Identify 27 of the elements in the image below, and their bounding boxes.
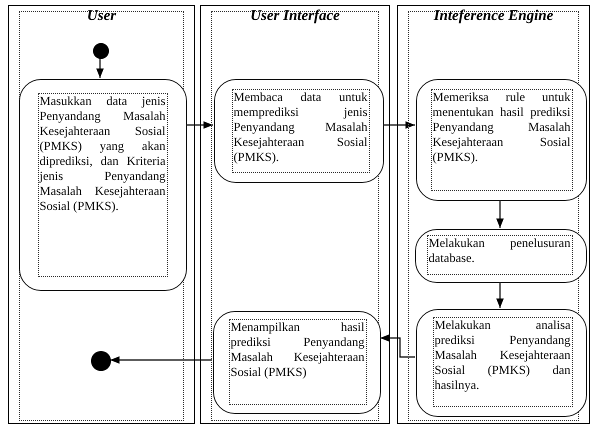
arrow xyxy=(380,334,415,358)
arrow xyxy=(96,58,104,78)
lane-heading: User xyxy=(86,8,118,25)
start-node xyxy=(93,43,109,59)
lane-heading: User Interface xyxy=(249,8,341,25)
activity-box xyxy=(415,229,587,283)
arrow xyxy=(110,356,212,364)
swimlane xyxy=(8,5,195,424)
lane-heading: Inteference Engine xyxy=(432,8,554,25)
end-node xyxy=(91,351,111,371)
activity-box xyxy=(214,79,384,183)
activity-box xyxy=(19,79,187,291)
arrow xyxy=(383,121,415,129)
activity-text: Masukkan data jenis Penyandang Masalah Kesejahteraan Sosial (PMKS) yang akan diprediksi, dan Kriteria jenis Penyandang Masalah Kesejahteraan Sosial (PMKS). xyxy=(38,92,168,276)
activity-text: Menampilkan hasil prediksi Penyandang Masalah Kesejahteraan Sosial (PMKS) xyxy=(228,318,366,404)
activity-text: Melakukan penelusuran database. xyxy=(426,234,572,274)
activity-box xyxy=(213,311,381,414)
activity-box xyxy=(416,309,587,417)
activity-text: Melakukan analisa prediksi Penyandang Masalah Kesejahteraan Sosial (PMKS) dan hasilnya. xyxy=(432,316,572,406)
swimlane xyxy=(397,5,590,424)
arrow xyxy=(186,121,213,129)
activity-text: Membaca data untuk memprediksi jenis Penyandang Masalah Kesejahteraan Sosial (PMKS). xyxy=(232,88,370,172)
swimlane xyxy=(200,5,390,424)
arrow xyxy=(496,200,504,228)
activity-text: Memeriksa rule untuk menentukan hasil prediksi Penyandang Masalah Kesejahteraan Sosial (PMKS). xyxy=(430,88,572,190)
arrow xyxy=(496,282,504,308)
activity-box xyxy=(416,79,587,201)
